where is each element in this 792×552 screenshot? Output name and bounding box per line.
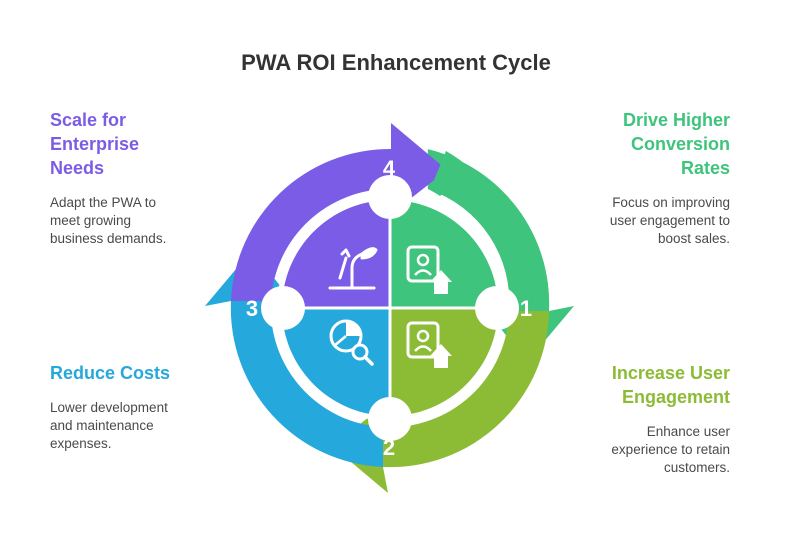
arc-step-1-overlay	[430, 151, 470, 196]
step-number-2: 2	[383, 435, 395, 460]
step-3-description: Lower development and maintenance expens…	[50, 399, 250, 453]
step-4-heading-line: Needs	[50, 158, 105, 178]
step-2-heading: Increase User Engagement	[530, 361, 730, 409]
step-4-heading-line: Scale for	[50, 110, 127, 130]
step-1-desc-line: Focus on improving	[612, 195, 730, 210]
arc-step-2	[332, 311, 549, 493]
quadrant-purple	[282, 200, 390, 308]
outer-ring	[205, 123, 574, 493]
step-3-desc-line: and maintenance	[50, 418, 154, 433]
step-1-heading-line: Drive Higher	[622, 110, 730, 130]
quadrant-blue	[282, 308, 390, 416]
step-number-1: 1	[520, 296, 532, 321]
step-4-heading-line: Enterprise	[50, 134, 140, 154]
step-3-desc-line: Lower development	[50, 400, 168, 415]
step-number-4: 4	[383, 156, 396, 181]
step-2-heading-line: Increase User	[611, 363, 730, 383]
step-2-heading-line: Engagement	[621, 387, 730, 407]
step-4-description: Adapt the PWA to meet growing business d…	[50, 194, 250, 248]
step-1-desc-line: user engagement to	[609, 213, 730, 228]
arc-step-4	[231, 123, 447, 301]
arc-step-3	[205, 250, 383, 467]
step-number-3: 3	[246, 296, 258, 321]
growing-plant-icon	[328, 247, 378, 290]
step-2-desc-line: Enhance user	[646, 424, 730, 439]
inner-quadrants	[282, 200, 498, 416]
step-4-desc-line: meet growing	[50, 213, 132, 228]
step-1-heading: Drive Higher Conversion Rates	[530, 108, 730, 180]
step-4-heading: Scale for Enterprise Needs	[50, 108, 250, 180]
step-3-heading-line: Reduce Costs	[50, 363, 171, 383]
notch-right	[475, 286, 519, 330]
ring-notches	[261, 175, 519, 441]
step-1-description: Focus on improving user engagement to bo…	[530, 194, 730, 248]
arc-step-1	[427, 149, 574, 362]
notch-top	[368, 175, 412, 219]
user-profile-up-icon	[406, 245, 452, 294]
step-2-description: Enhance user experience to retain custom…	[530, 423, 730, 477]
notch-left	[261, 286, 305, 330]
step-2-desc-line: customers.	[663, 460, 730, 475]
step-1-text: Drive Higher Conversion Rates Focus on i…	[530, 108, 730, 248]
step-1-heading-line: Rates	[680, 158, 730, 178]
step-4-text: Scale for Enterprise Needs Adapt the PWA…	[50, 108, 250, 248]
step-1-heading-line: Conversion	[630, 134, 730, 154]
pie-chart-search-icon	[329, 319, 374, 366]
step-4-desc-line: business demands.	[50, 231, 167, 246]
step-2-text: Increase User Engagement Enhance user ex…	[530, 361, 730, 477]
step-2-desc-line: experience to retain	[611, 442, 730, 457]
notch-bottom	[368, 397, 412, 441]
step-3-heading: Reduce Costs	[50, 361, 250, 385]
step-4-desc-line: Adapt the PWA to	[50, 195, 157, 210]
step-3-desc-line: expenses.	[50, 436, 112, 451]
diagram-title: PWA ROI Enhancement Cycle	[241, 50, 551, 75]
step-1-desc-line: boost sales.	[657, 231, 730, 246]
step-3-text: Reduce Costs Lower development and maint…	[50, 361, 250, 453]
user-growth-icon	[406, 321, 452, 368]
